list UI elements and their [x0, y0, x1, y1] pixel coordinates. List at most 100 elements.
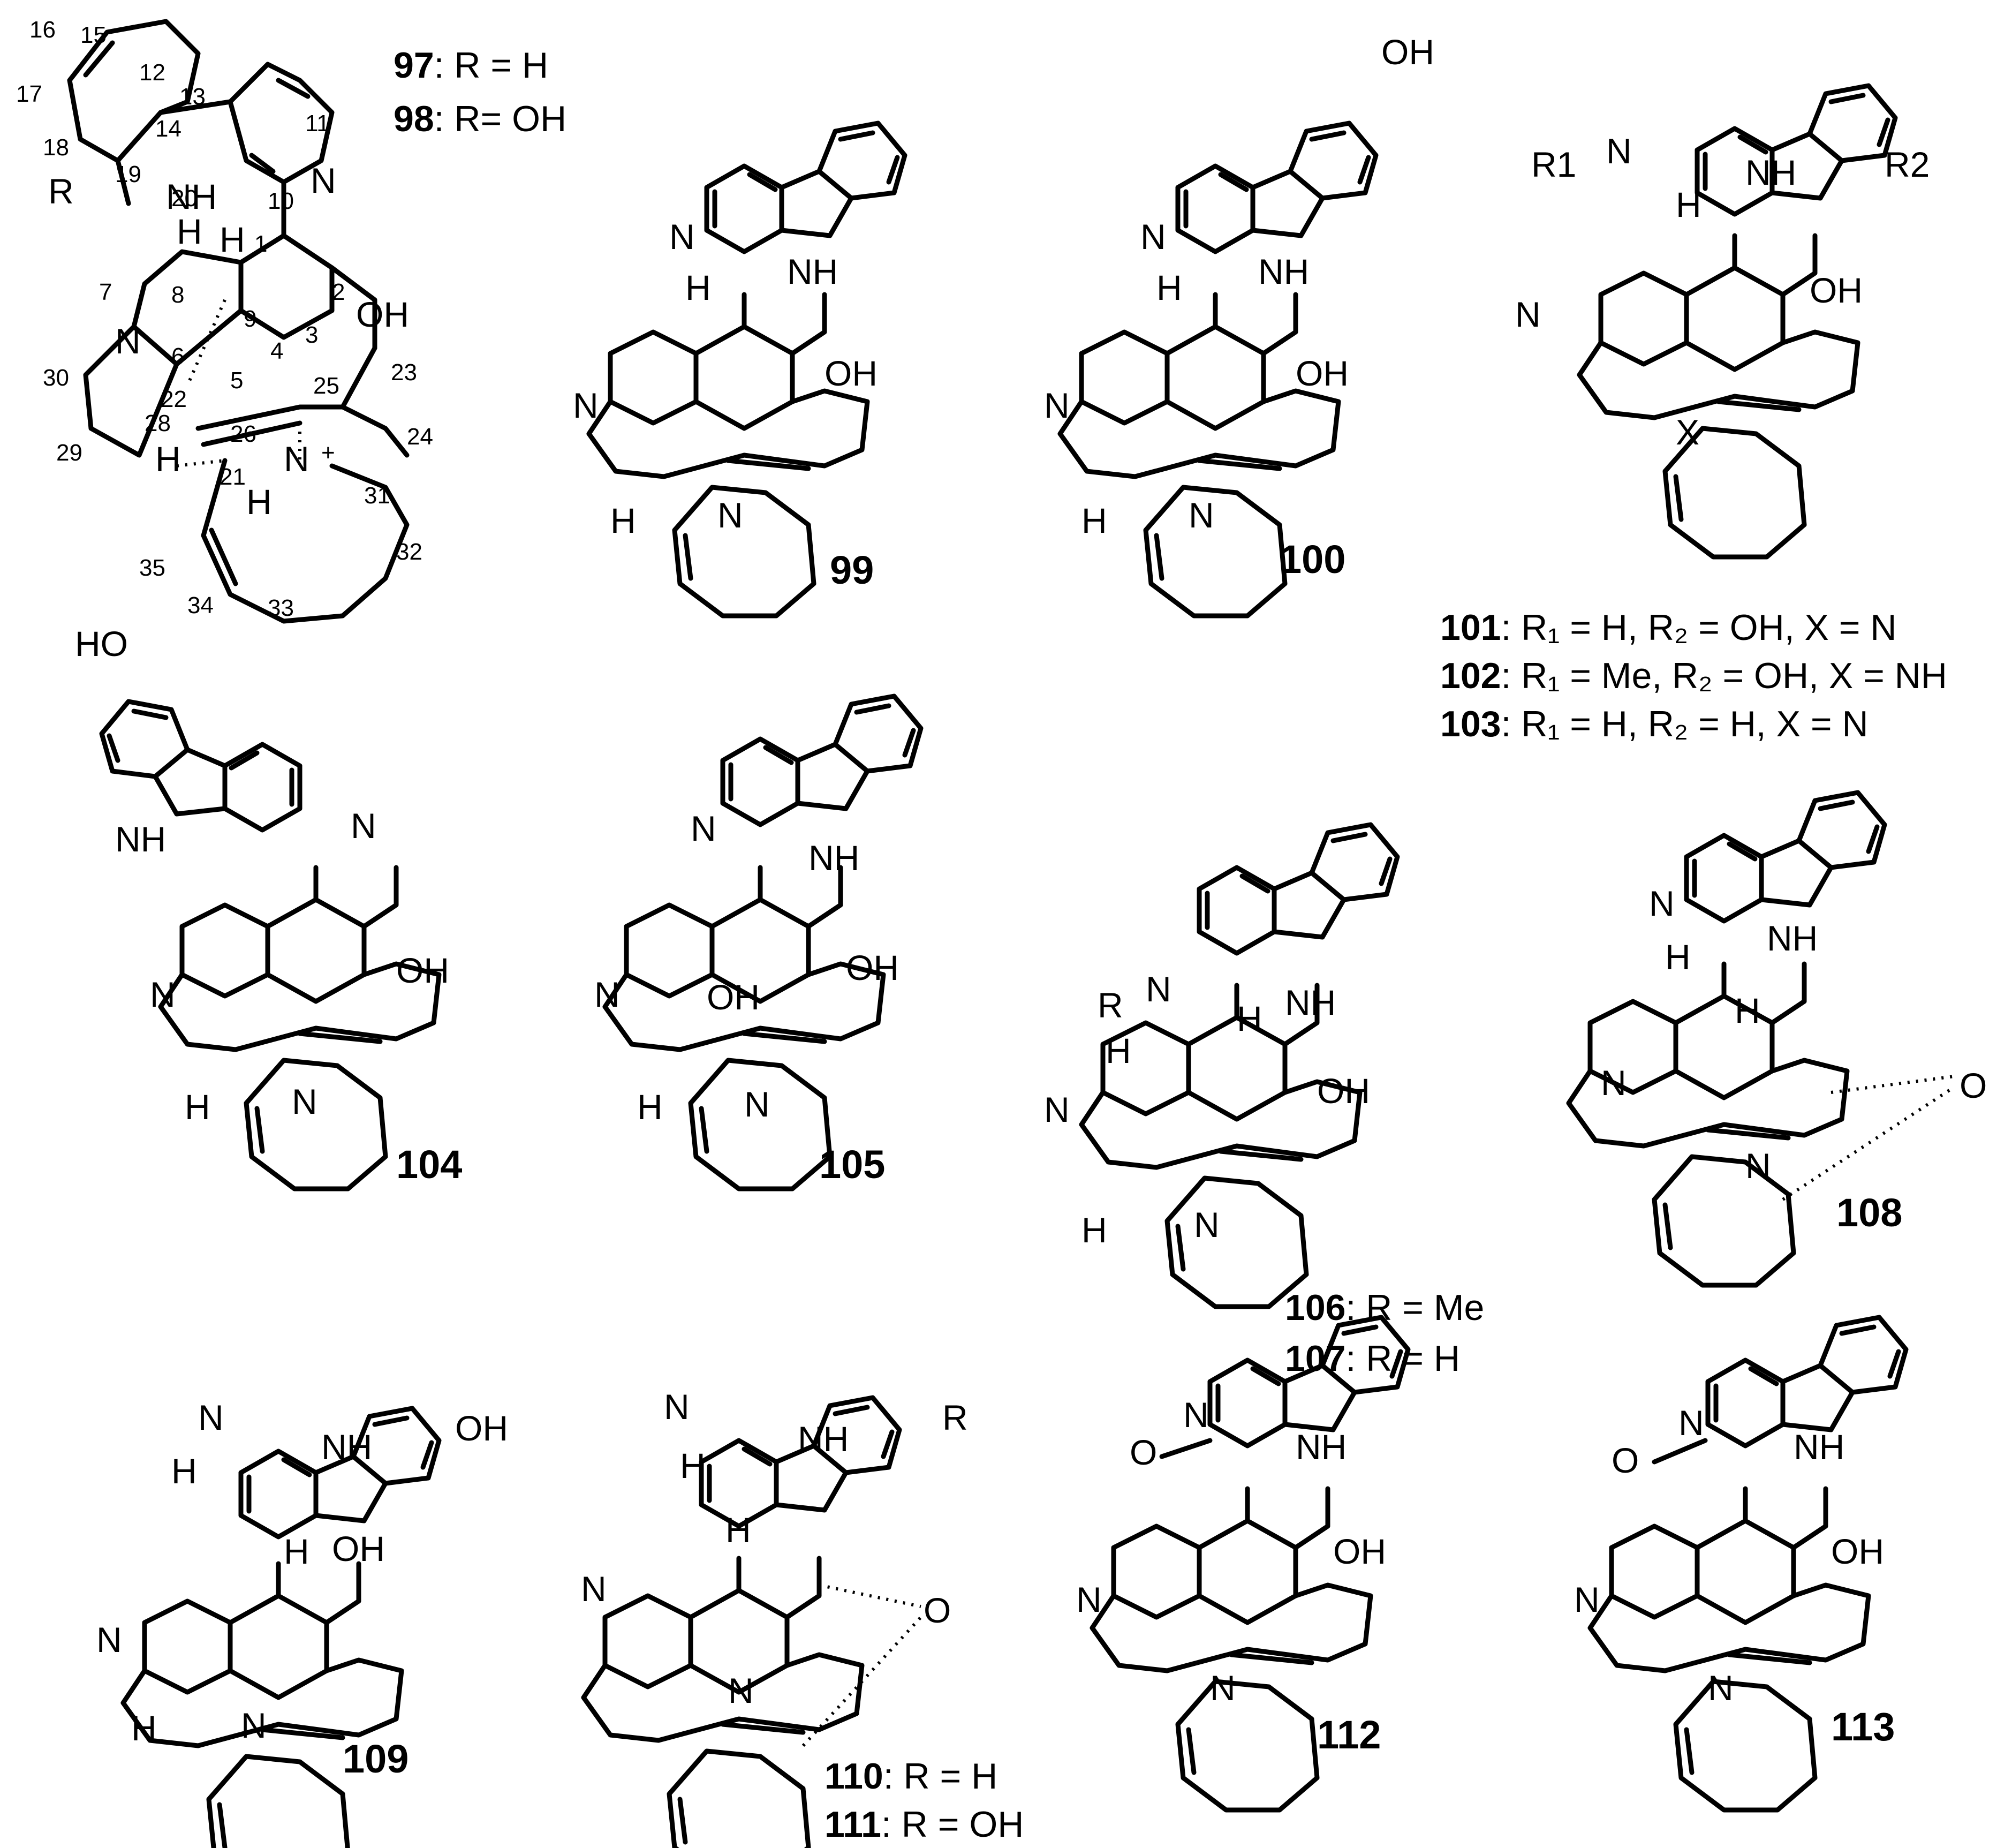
compound-100: OH N NH H OH N H N 100: [1044, 32, 1434, 616]
atom-label: H: [685, 268, 711, 307]
legend-line: 98: R= OH: [394, 99, 566, 139]
atom-number-9: 9: [244, 306, 256, 332]
atom-label: H: [155, 439, 181, 479]
atom-number-33: 33: [268, 595, 294, 621]
atom-number-6: 6: [171, 343, 184, 369]
atom-label: OH: [455, 1408, 508, 1448]
atom-label: NH: [787, 252, 838, 291]
atom-label: N: [1515, 295, 1541, 334]
atom-label: N: [1189, 495, 1214, 535]
atom-label: OH: [707, 977, 760, 1017]
compound-112: O N NH OH N N 112: [1076, 1317, 1408, 1810]
atom-number-10: 10: [268, 188, 294, 214]
charge-plus: +: [321, 440, 335, 466]
atom-label: N: [1708, 1668, 1734, 1708]
atom-number-12: 12: [139, 59, 165, 86]
atom-label-r: R: [942, 1398, 968, 1437]
atom-number-18: 18: [43, 134, 69, 161]
legend-text: : R₁ = H, R₂ = H, X = N: [1501, 704, 1868, 744]
legend-id: 98: [394, 99, 434, 139]
legend-text: : R = H: [434, 45, 549, 86]
legend-line: 103: R₁ = H, R₂ = H, X = N: [1440, 704, 1869, 744]
atom-label: N: [573, 386, 599, 425]
atom-label: O: [1130, 1432, 1157, 1472]
atom-label: OH: [846, 948, 899, 987]
atom-number-5: 5: [230, 367, 243, 394]
atom-label: H: [610, 501, 636, 540]
legend-text: : R= OH: [434, 99, 567, 139]
atom-number-29: 29: [56, 440, 82, 466]
atom-label: NH: [1794, 1427, 1844, 1467]
legend-line: 102: R₁ = Me, R₂ = OH, X = NH: [1440, 655, 1947, 696]
atom-label: X: [1676, 412, 1699, 452]
atom-label: H: [1735, 991, 1760, 1030]
atom-label: NH: [1258, 252, 1309, 291]
atom-label: N: [1210, 1668, 1236, 1708]
atom-label: N: [284, 439, 309, 479]
atom-number-21: 21: [220, 464, 246, 490]
compound-97-98: 15 16 12 17 13 11 14 18 19 20 10 1 7 8 9…: [16, 17, 566, 624]
atom-label: N: [1140, 217, 1166, 257]
atom-label: N: [292, 1082, 317, 1121]
atom-label: N: [311, 161, 336, 200]
atom-label: HO: [75, 624, 128, 663]
legend-id: 106: [1285, 1287, 1345, 1328]
atom-number-23: 23: [391, 359, 417, 386]
atom-number-26: 26: [230, 421, 256, 447]
atom-label: OH: [1381, 32, 1434, 72]
compound-109: OH N NH H H OH N H N 109: [96, 1398, 508, 1848]
atom-label: N: [96, 1620, 122, 1660]
compound-101-103: N R1 NH R2 H OH N X 101: R₁ = H, R₂ = OH…: [1440, 86, 1947, 744]
atom-label: N: [581, 1569, 607, 1609]
legend-line: 106: R = Me: [1285, 1287, 1484, 1328]
atom-label: N: [669, 217, 695, 257]
atom-label: NH: [1745, 153, 1796, 192]
atom-label: N: [241, 1706, 267, 1745]
compound-number: 105: [819, 1142, 885, 1187]
legend-id: 111: [825, 1804, 881, 1845]
atom-label: NH: [1285, 983, 1336, 1022]
atom-label: N: [1183, 1395, 1209, 1435]
atom-number-30: 30: [43, 365, 69, 391]
atom-number-35: 35: [139, 555, 165, 581]
atom-label: H: [1106, 1031, 1131, 1070]
legend-text: : R₁ = Me, R₂ = OH, X = NH: [1501, 655, 1947, 696]
atom-number-13: 13: [179, 84, 206, 110]
atom-label: H: [637, 1087, 663, 1127]
legend-line: 97: R = H: [394, 45, 548, 86]
atom-label: N: [1649, 884, 1675, 923]
legend-line: 110: R = H: [825, 1756, 997, 1797]
atom-label: H: [1081, 1210, 1107, 1250]
atom-label: N: [1678, 1403, 1704, 1443]
legend-text: : R = OH: [881, 1804, 1024, 1845]
atom-label: N: [691, 809, 716, 848]
atom-label: OH: [825, 353, 878, 393]
legend-id: 102: [1440, 655, 1501, 696]
compound-99: N NH H OH N H N 99: [573, 123, 905, 616]
compound-106-107: R N H NH H OH N H N 106: R = Me 107: R =…: [1044, 825, 1484, 1379]
atom-number-22: 22: [161, 386, 187, 412]
atom-label: R2: [1885, 145, 1930, 184]
atom-number-25: 25: [313, 373, 339, 399]
legend-line: 111: R = OH: [825, 1804, 1024, 1845]
atom-label: N: [664, 1387, 690, 1427]
compound-104: HO N NH OH N H N 104: [75, 624, 462, 1189]
atom-label: N: [1601, 1063, 1627, 1103]
atom-label: H: [131, 1708, 157, 1748]
atom-label: OH: [332, 1529, 385, 1568]
atom-label: N: [198, 1398, 224, 1437]
atom-label: N: [1146, 969, 1171, 1009]
atom-label: N: [594, 975, 620, 1014]
atom-label: NH: [321, 1427, 372, 1467]
compound-number: 112: [1317, 1713, 1381, 1757]
atom-label: OH: [1831, 1532, 1884, 1571]
atom-number-24: 24: [407, 424, 433, 450]
atom-label: N: [1194, 1205, 1220, 1244]
atom-label: OH: [1296, 353, 1349, 393]
atom-label: N: [744, 1084, 770, 1124]
legend-line: 101: R₁ = H, R₂ = OH, X = N: [1440, 607, 1896, 648]
atom-label: N: [1044, 386, 1070, 425]
atom-label: N: [115, 321, 141, 361]
